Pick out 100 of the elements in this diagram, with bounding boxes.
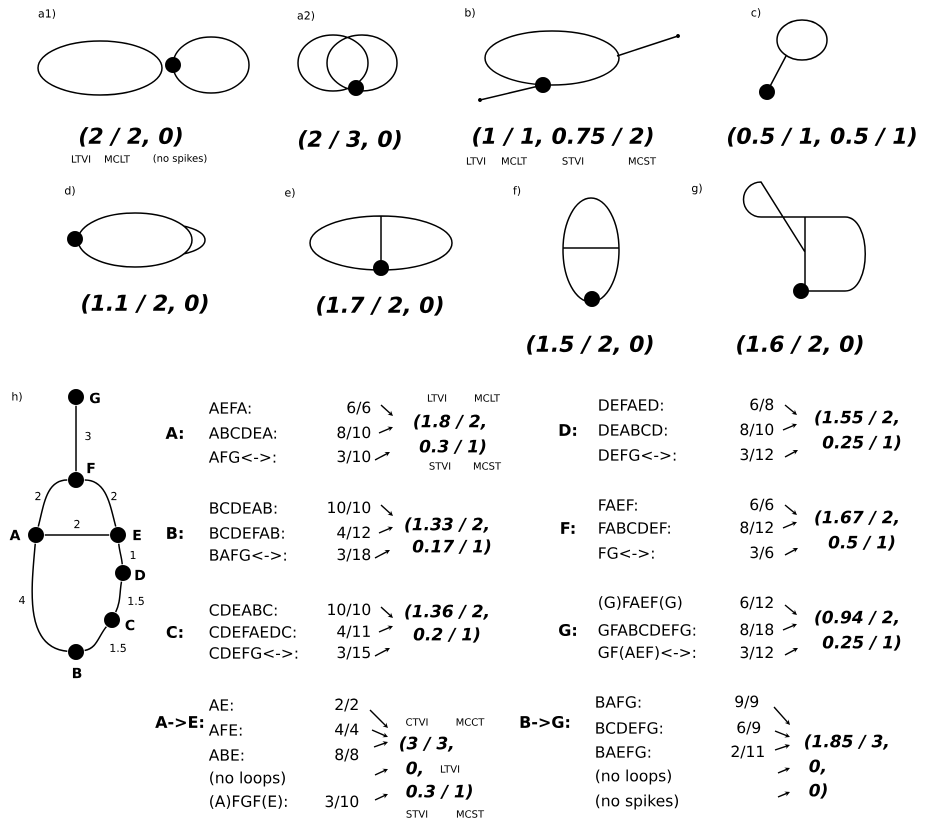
table-cell: ABE: [208,749,244,761]
vertex-label: E [134,530,141,540]
table-cell: AFE: [208,724,242,736]
panel-label: e) [285,188,295,198]
panel-label: b) [465,8,475,18]
edge-label: 1.5 [128,596,144,606]
row-heading: F: [561,522,574,534]
result-formula: (2 / 3, 0) [299,130,401,150]
table-cell: BAFG: [596,696,640,708]
table-cell: AFG<->: [208,451,276,463]
panel-label: a1) [38,9,56,19]
graph-edge [118,544,123,564]
abbreviation-label: LTVI [428,394,446,402]
result-formula: (1.85 / 3, [805,734,888,750]
vertex-dot [68,389,84,405]
table-cell: 8/18 [740,624,774,636]
result-formula: (0.5 / 1, 0.5 / 1) [728,127,916,147]
table-cell: 8/12 [740,522,773,534]
table-cell: 3/12 [740,646,773,660]
abbreviation-label: (no spikes) [154,154,206,164]
edge-label: 4 [19,596,25,604]
table-cell: 3/18 [338,548,370,562]
result-formula: (1.1 / 2, 0) [82,294,208,314]
result-formula: (1.8 / 2, [414,414,485,430]
result-formula: 0) [809,783,827,799]
result-formula: (1.67 / 2, [815,510,898,526]
table-cell: DEFG<->: [599,449,676,461]
panel-label: c) [751,8,760,18]
abbreviation-label: STVI [430,462,450,470]
result-formula: (1.6 / 2, 0) [737,335,862,355]
result-formula: (3 / 3, [400,736,453,752]
table-cell: BCDEAB: [210,502,276,514]
abbreviation-label: STVI [562,157,584,165]
table-cell: 6/6 [347,402,370,414]
table-cell: (no spikes) [596,794,678,810]
table-cell: 4/11 [337,626,370,638]
table-cell: 8/10 [338,426,370,440]
vertex-dot [110,527,126,543]
table-cell: ABCDEA: [208,427,276,439]
abbreviation-label: MCST [474,462,502,470]
graph-edge [44,534,110,536]
table-cell: 10/10 [328,502,370,514]
vertex-dot [104,612,120,628]
table-cell: 3/6 [750,546,774,560]
graph-edge [75,406,77,472]
result-formula: (1.7 / 2, 0) [317,296,442,316]
table-cell: 3/15 [338,646,370,660]
vertex-dot [28,527,44,543]
table-cell: AE: [208,699,233,711]
abbreviation-label: MCLT [105,155,130,163]
edge-label: 2 [111,492,116,500]
vertex-dot [68,472,84,488]
table-cell: CDEFAEDC: [210,626,296,638]
table-cell: 6/9 [737,722,760,734]
result-formula: 0.3 / 1) [420,439,486,455]
result-formula: 0.3 / 1) [406,784,472,800]
edge-label: 3 [85,432,91,440]
table-cell: (no loops) [210,772,285,786]
table-cell: AEFA: [208,402,250,414]
table-cell: 4/12 [337,526,370,540]
table-cell: CDEABC: [210,604,277,616]
abbreviation-label: LTVI [440,765,460,773]
vertex-label: B [72,668,82,678]
edge-label: 1 [130,551,136,559]
result-formula: (1.33 / 2, [405,517,488,533]
result-formula: 0, [809,759,825,774]
result-formula: 0, [406,761,422,776]
graph-edge [84,479,116,527]
table-cell: 10/10 [328,604,370,616]
table-cell: 6/6 [750,498,774,512]
table-cell: DEFAED: [599,399,663,411]
result-formula: (1.55 / 2, [815,410,898,426]
table-cell: 3/12 [740,448,773,462]
abbreviation-label: STVI [406,810,428,818]
abbreviation-label: MCCT [456,718,484,726]
graph-edge [31,544,68,652]
row-heading: C: [166,626,182,638]
edge-label: 2 [74,520,80,528]
result-formula: (1.36 / 2, [405,604,488,620]
table-cell: 9/9 [735,696,758,708]
table-cell: BAFG<->: [210,549,286,561]
table-cell: 2/2 [335,698,358,712]
result-formula: 0.17 / 1) [412,539,490,555]
panel-label: g) [692,184,702,194]
result-formula: (1.5 / 2, 0) [527,335,652,355]
table-cell: (A)FGF(E): [210,795,287,809]
table-cell: 4/4 [335,724,358,736]
result-formula: 0.25 / 1) [822,435,900,451]
panel-label: f) [513,186,520,196]
result-formula: 0.25 / 1) [822,635,900,651]
result-formula: 0.5 / 1) [828,535,894,551]
vertex-label: A [10,530,20,540]
table-cell: GFABCDEFG: [598,624,696,636]
graph-edge [38,479,68,527]
edge-label: 2 [35,492,40,500]
table-cell: FG<->: [599,547,654,559]
table-cell: 3/10 [326,796,358,808]
result-formula: (0.94 / 2, [815,610,898,626]
table-cell: DEABCD: [599,424,667,436]
abbreviation-label: LTVI [466,157,486,165]
